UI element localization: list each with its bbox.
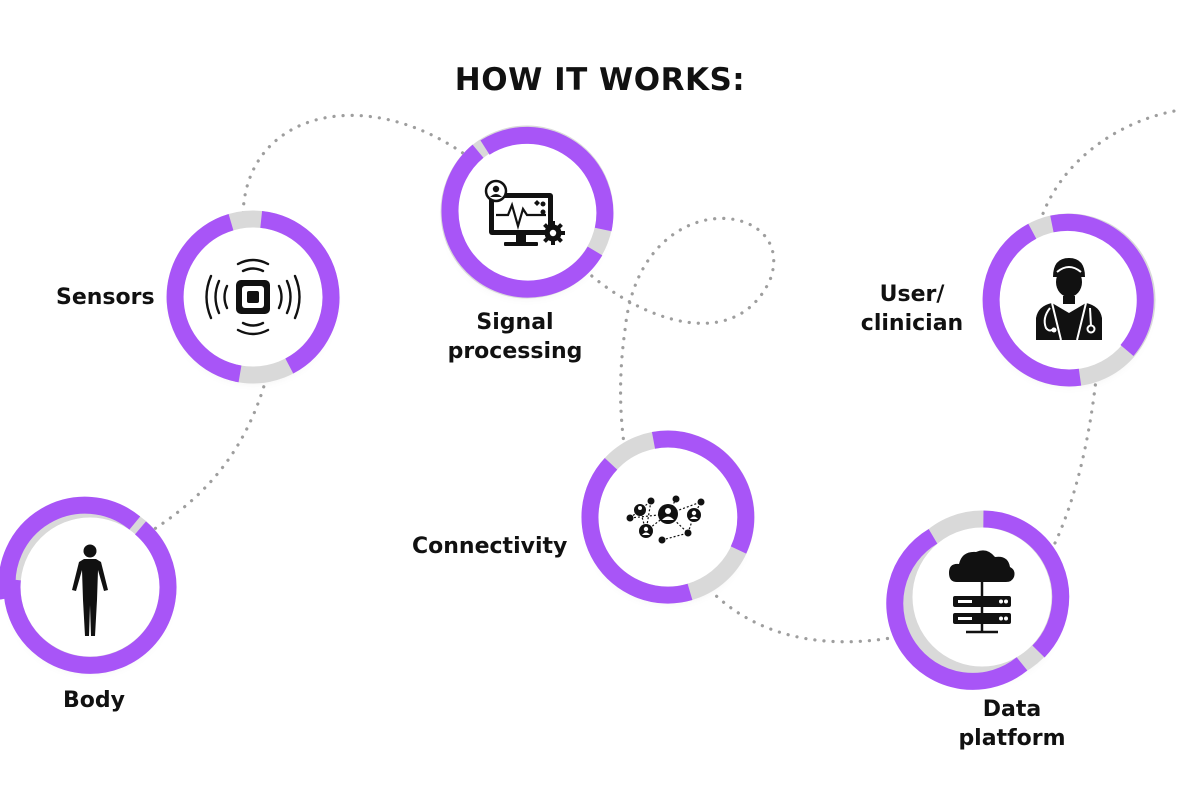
label-data-platform: Data platform <box>958 697 1066 751</box>
node-body <box>0 496 177 674</box>
connector-body-sensors <box>138 365 273 540</box>
label-connectivity: Connectivity <box>412 534 568 559</box>
human-body-icon <box>72 544 108 636</box>
label-user-clinician: User/ clinician <box>860 282 964 336</box>
connector-user-offpage <box>1038 108 1182 224</box>
node-signal-processing <box>440 125 614 299</box>
page-title: HOW IT WORKS: <box>454 62 746 98</box>
node-connectivity <box>581 430 755 604</box>
label-sensors: Sensors <box>56 285 155 310</box>
connector-sensors-signal <box>241 113 481 224</box>
node-sensors <box>166 210 340 384</box>
sensor-signal-icon <box>205 258 301 336</box>
connector-signal-connectivity <box>583 216 776 465</box>
node-data-platform <box>886 510 1070 690</box>
network-nodes-icon <box>626 495 705 544</box>
clinician-icon <box>1036 258 1102 341</box>
connector-data-user <box>1053 363 1103 545</box>
node-user-clinician <box>982 213 1156 387</box>
label-body: Body <box>63 688 125 713</box>
connector-connectivity-data <box>708 588 909 644</box>
label-signal-processing: Signal processing <box>447 310 583 364</box>
monitor-gear-icon <box>484 179 565 246</box>
cloud-server-icon <box>949 550 1015 634</box>
